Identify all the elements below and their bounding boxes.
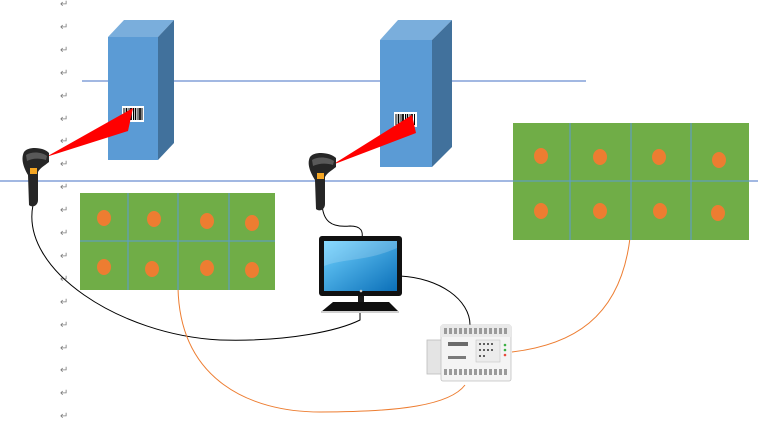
paragraph-mark: ↵ [60, 113, 69, 125]
paragraph-mark: ↵ [60, 67, 69, 79]
paragraph-mark: ↵ [60, 205, 69, 217]
paragraph-mark: ↵ [60, 296, 69, 308]
paragraph-mark: ↵ [60, 90, 69, 102]
product-box-2 [380, 20, 452, 167]
barcode-scanner-1-icon [22, 147, 49, 207]
product-box-1 [108, 20, 174, 160]
paragraph-mark: ↵ [60, 136, 69, 148]
cable-monitor-plc [399, 275, 471, 326]
cable-plc-tray2 [511, 237, 631, 353]
laser-beam-1 [46, 108, 133, 157]
paragraph-mark: ↵ [60, 44, 69, 56]
sorting-tray-2 [513, 123, 749, 240]
sorting-tray-1 [80, 193, 275, 290]
cable-scanner2-monitor [321, 203, 363, 239]
computer-monitor-icon [319, 236, 402, 313]
paragraph-mark: ↵ [60, 228, 69, 239]
paragraph-mark: ↵ [60, 159, 69, 171]
paragraph-mark: ↵ [60, 342, 69, 354]
paragraph-mark: ↵ [60, 182, 69, 194]
paragraph-mark: ↵ [60, 365, 69, 377]
paragraph-mark: ↵ [60, 319, 69, 331]
paragraph-mark: ↵ [60, 388, 69, 400]
plc-controller-icon [426, 324, 512, 382]
cable-plc-tray1 [177, 287, 466, 413]
paragraph-mark: ↵ [60, 0, 69, 10]
barcode-scanner-2-icon [308, 152, 336, 211]
cable-scanner1-monitor [31, 204, 361, 341]
laser-beam-2 [332, 115, 416, 165]
paragraph-mark: ↵ [60, 411, 69, 423]
paragraph-mark: ↵ [60, 250, 69, 262]
paragraph-mark: ↵ [60, 21, 69, 33]
